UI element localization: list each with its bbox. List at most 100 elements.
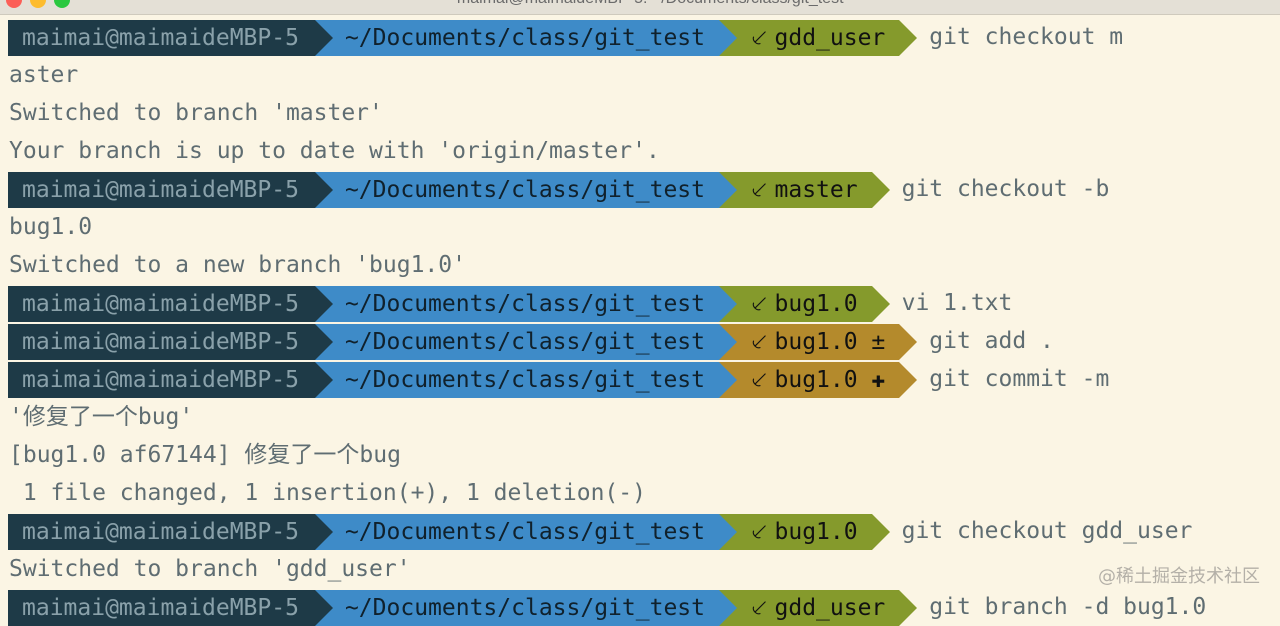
segment-separator xyxy=(314,361,333,398)
git-branch-icon: ⸔ xyxy=(748,364,769,395)
segment-separator xyxy=(718,323,737,360)
prompt-segments: maimai@maimaideMBP-5 ~/Documents/class/gi… xyxy=(8,323,918,360)
git-branch-icon: ⸔ xyxy=(748,326,769,357)
prompt-user-text: maimai@maimaideMBP-5 xyxy=(22,176,299,203)
segment-separator xyxy=(871,171,890,208)
prompt-user-segment: maimai@maimaideMBP-5 xyxy=(8,323,333,360)
prompt-line: maimai@maimaideMBP-5 ~/Documents/class/gi… xyxy=(0,170,1280,208)
command-text: git add . xyxy=(929,328,1054,354)
zoom-window-button[interactable] xyxy=(54,0,70,8)
output-line: '修复了一个bug' xyxy=(9,404,194,430)
command-text: git checkout -b xyxy=(901,176,1110,202)
command-text: git branch -d bug1.0 xyxy=(929,594,1207,620)
prompt-branch-text: gdd_user xyxy=(774,24,886,51)
git-branch-icon: ⸔ xyxy=(748,288,769,319)
prompt-line: maimai@maimaideMBP-5 ~/Documents/class/gi… xyxy=(0,322,1280,360)
segment-separator xyxy=(718,19,737,56)
prompt-path-text: ~/Documents/class/git_test xyxy=(344,366,705,393)
segment-separator xyxy=(899,589,918,626)
prompt-branch-text: bug1.0 ± xyxy=(774,328,886,355)
prompt-path-text: ~/Documents/class/git_test xyxy=(344,518,705,545)
window-title: — maimai@maimaideMBP-5: ~/Documents/clas… xyxy=(0,0,1280,8)
prompt-user-text: maimai@maimaideMBP-5 xyxy=(22,366,299,393)
output-line: bug1.0 xyxy=(9,214,93,240)
prompt-line: maimai@maimaideMBP-5 ~/Documents/class/gi… xyxy=(0,588,1280,626)
prompt-line: maimai@maimaideMBP-5 ~/Documents/class/gi… xyxy=(0,512,1280,550)
git-branch-icon: ⸔ xyxy=(748,174,769,205)
prompt-user-segment: maimai@maimaideMBP-5 xyxy=(8,589,333,626)
command-text: git commit -m xyxy=(929,366,1110,392)
segment-separator xyxy=(314,589,333,626)
prompt-segments: maimai@maimaideMBP-5 ~/Documents/class/gi… xyxy=(8,171,890,208)
prompt-segments: maimai@maimaideMBP-5 ~/Documents/class/gi… xyxy=(8,513,890,550)
prompt-segments: maimai@maimaideMBP-5 ~/Documents/class/gi… xyxy=(8,285,890,322)
traffic-lights xyxy=(6,0,70,8)
segment-separator xyxy=(718,171,737,208)
prompt-path-segment: ~/Documents/class/git_test xyxy=(314,19,737,56)
command-text: git checkout m xyxy=(929,24,1124,50)
prompt-branch-text: master xyxy=(774,176,858,203)
prompt-branch-text: gdd_user xyxy=(774,594,886,621)
prompt-path-segment: ~/Documents/class/git_test xyxy=(314,323,737,360)
output-line: Switched to a new branch 'bug1.0' xyxy=(9,252,466,278)
prompt-path-text: ~/Documents/class/git_test xyxy=(344,328,705,355)
prompt-branch-segment: ⸔gdd_user xyxy=(718,19,918,56)
segment-separator xyxy=(314,323,333,360)
prompt-line: maimai@maimaideMBP-5 ~/Documents/class/gi… xyxy=(0,360,1280,398)
segment-separator xyxy=(718,285,737,322)
close-window-button[interactable] xyxy=(6,0,22,8)
prompt-segments: maimai@maimaideMBP-5 ~/Documents/class/gi… xyxy=(8,589,918,626)
prompt-user-text: maimai@maimaideMBP-5 xyxy=(22,328,299,355)
prompt-branch-text: bug1.0 xyxy=(774,518,858,545)
prompt-path-text: ~/Documents/class/git_test xyxy=(344,176,705,203)
prompt-line: maimai@maimaideMBP-5 ~/Documents/class/gi… xyxy=(0,284,1280,322)
output-line: Switched to branch 'master' xyxy=(9,100,383,126)
command-text: git checkout gdd_user xyxy=(901,518,1193,544)
prompt-user-segment: maimai@maimaideMBP-5 xyxy=(8,285,333,322)
prompt-segments: maimai@maimaideMBP-5 ~/Documents/class/gi… xyxy=(8,19,918,56)
prompt-path-text: ~/Documents/class/git_test xyxy=(344,594,705,621)
segment-separator xyxy=(899,19,918,56)
prompt-path-segment: ~/Documents/class/git_test xyxy=(314,361,737,398)
prompt-path-segment: ~/Documents/class/git_test xyxy=(314,285,737,322)
segment-separator xyxy=(718,513,737,550)
output-line: Your branch is up to date with 'origin/m… xyxy=(9,138,660,164)
window-titlebar: — maimai@maimaideMBP-5: ~/Documents/clas… xyxy=(0,0,1280,15)
segment-separator xyxy=(314,513,333,550)
minimize-window-button[interactable] xyxy=(30,0,46,8)
segment-separator xyxy=(718,589,737,626)
terminal-output[interactable]: maimai@maimaideMBP-5 ~/Documents/class/gi… xyxy=(0,18,1280,626)
git-branch-icon: ⸔ xyxy=(748,516,769,547)
prompt-branch-segment: ⸔bug1.0 xyxy=(718,513,890,550)
prompt-user-segment: maimai@maimaideMBP-5 xyxy=(8,171,333,208)
git-branch-icon: ⸔ xyxy=(748,22,769,53)
output-line: Switched to branch 'gdd_user' xyxy=(9,556,411,582)
watermark: @稀土掘金技术社区 xyxy=(1098,566,1260,587)
prompt-user-text: maimai@maimaideMBP-5 xyxy=(22,290,299,317)
prompt-branch-text: bug1.0 ✚ xyxy=(774,366,886,393)
segment-separator xyxy=(871,285,890,322)
output-line: [bug1.0 af67144] 修复了一个bug xyxy=(9,442,401,468)
prompt-branch-segment: ⸔bug1.0 ✚ xyxy=(718,361,918,398)
segment-separator xyxy=(314,19,333,56)
prompt-segments: maimai@maimaideMBP-5 ~/Documents/class/gi… xyxy=(8,361,918,398)
prompt-user-segment: maimai@maimaideMBP-5 xyxy=(8,513,333,550)
segment-separator xyxy=(871,513,890,550)
prompt-branch-segment: ⸔bug1.0 xyxy=(718,285,890,322)
prompt-user-segment: maimai@maimaideMBP-5 xyxy=(8,19,333,56)
prompt-branch-segment: ⸔bug1.0 ± xyxy=(718,323,918,360)
git-branch-icon: ⸔ xyxy=(748,592,769,623)
prompt-branch-text: bug1.0 xyxy=(774,290,858,317)
prompt-path-segment: ~/Documents/class/git_test xyxy=(314,513,737,550)
segment-separator xyxy=(718,361,737,398)
prompt-path-text: ~/Documents/class/git_test xyxy=(344,24,705,51)
segment-separator xyxy=(314,285,333,322)
prompt-user-text: maimai@maimaideMBP-5 xyxy=(22,24,299,51)
segment-separator xyxy=(314,171,333,208)
output-line: 1 file changed, 1 insertion(+), 1 deleti… xyxy=(9,480,646,506)
output-line: aster xyxy=(9,62,79,88)
command-text: vi 1.txt xyxy=(901,290,1013,316)
prompt-branch-segment: ⸔master xyxy=(718,171,890,208)
prompt-path-text: ~/Documents/class/git_test xyxy=(344,290,705,317)
prompt-user-segment: maimai@maimaideMBP-5 xyxy=(8,361,333,398)
